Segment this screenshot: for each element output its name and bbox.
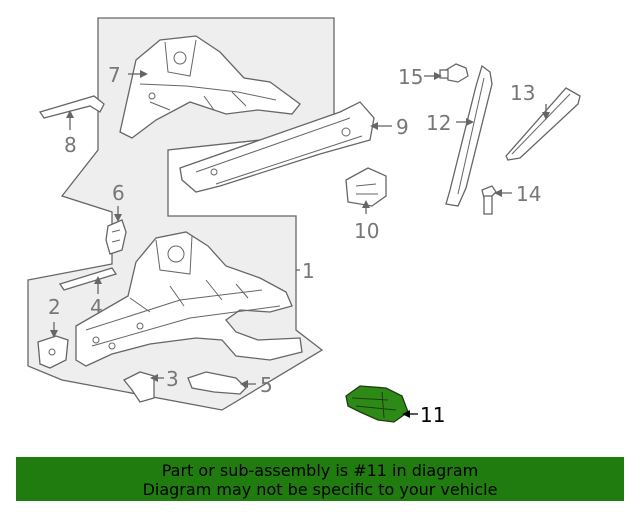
callout-2: 2 (48, 295, 61, 319)
part-6-bracket[interactable] (105, 219, 127, 255)
part-11-highlighted[interactable] (345, 385, 409, 423)
part-15-bolt[interactable] (439, 63, 469, 83)
callout-9: 9 (396, 115, 409, 139)
callout-1: 1 (302, 259, 315, 283)
callout-7: 7 (108, 63, 121, 87)
callout-8: 8 (64, 133, 77, 157)
part-1-front-assembly[interactable] (75, 231, 303, 367)
callout-15: 15 (398, 65, 423, 89)
callout-10: 10 (354, 219, 379, 243)
callout-5: 5 (260, 373, 273, 397)
callout-3: 3 (166, 367, 179, 391)
part-13-brace[interactable] (505, 87, 581, 161)
part-10-bracket[interactable] (345, 167, 387, 207)
part-12-brace[interactable] (445, 64, 493, 207)
part-9-rail[interactable] (179, 101, 375, 193)
part-8-bracket[interactable] (38, 95, 105, 119)
callout-11: 11 (420, 403, 445, 427)
callout-13: 13 (510, 81, 535, 105)
callout-12: 12 (426, 111, 451, 135)
part-5-bracket[interactable] (187, 371, 247, 395)
banner-line-2: Diagram may not be specific to your vehi… (142, 480, 498, 499)
callout-14: 14 (516, 182, 541, 206)
info-banner: Part or sub-assembly is #11 in diagram D… (16, 457, 624, 501)
part-3-bracket[interactable] (122, 371, 155, 403)
part-2-bracket[interactable] (37, 335, 69, 369)
part-14-bolt[interactable] (481, 185, 497, 215)
parts-diagram: 7 8 9 10 15 12 13 (27, 17, 581, 427)
banner-line-1: Part or sub-assembly is #11 in diagram (161, 461, 479, 480)
part-7-wheelhouse[interactable] (119, 35, 301, 139)
part-4-strip[interactable] (58, 267, 118, 291)
callout-6: 6 (112, 181, 125, 205)
